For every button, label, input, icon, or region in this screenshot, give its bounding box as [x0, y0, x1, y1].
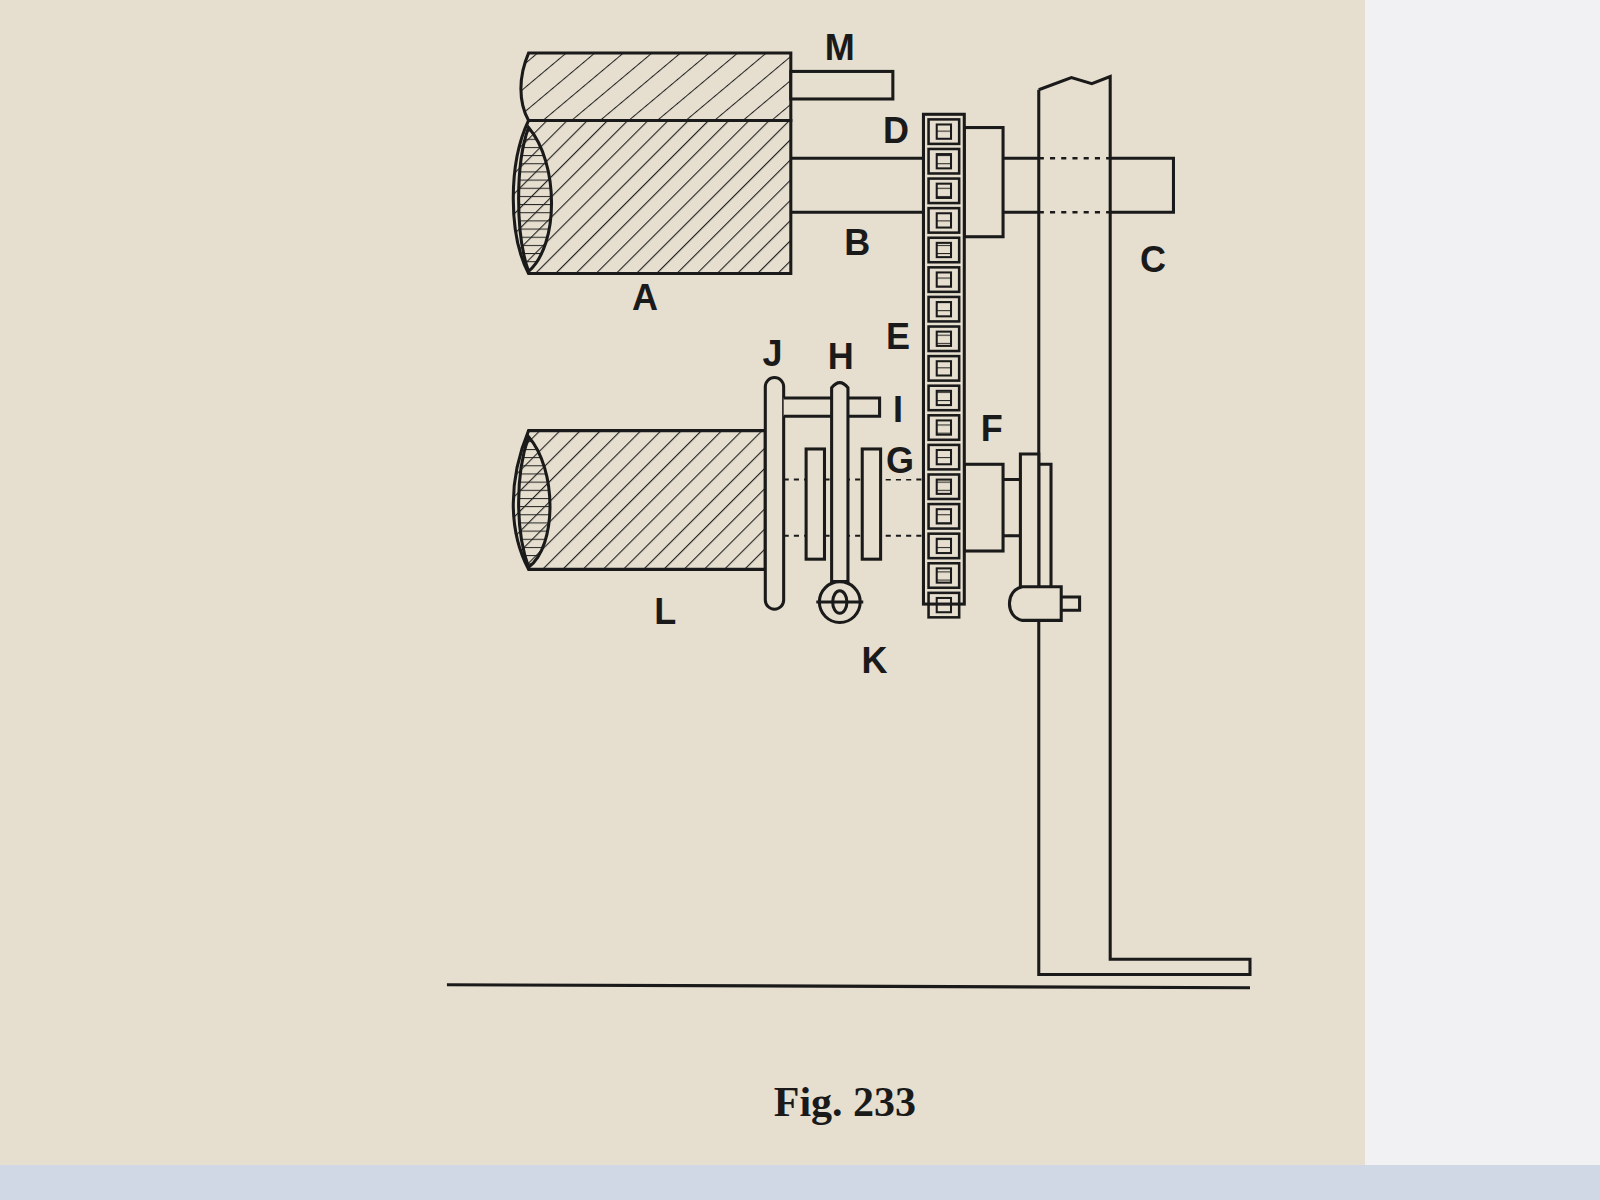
chain-link — [929, 563, 960, 587]
part-letter: L — [652, 594, 678, 630]
frame — [1039, 77, 1250, 975]
hub — [964, 128, 1003, 237]
chain-link — [929, 534, 960, 558]
bracket — [1039, 464, 1051, 594]
lever — [832, 383, 848, 582]
chain-link — [929, 149, 960, 173]
chain-link — [929, 504, 960, 528]
roller-body — [513, 120, 791, 273]
chain — [923, 114, 964, 604]
page-edge — [0, 1165, 1600, 1200]
chain-link — [929, 593, 960, 617]
part-letter: I — [891, 392, 905, 428]
part-letter: G — [884, 443, 916, 479]
break-section — [519, 128, 552, 272]
shaft — [791, 158, 924, 212]
chain-link — [929, 356, 960, 380]
hub — [964, 464, 1003, 551]
chain-link — [929, 119, 960, 143]
bar — [791, 71, 893, 99]
chain-link — [929, 474, 960, 498]
part-letter: J — [760, 336, 784, 372]
part-letter: E — [884, 319, 912, 355]
part-letter: B — [842, 225, 872, 261]
figure-caption: Fig. 233 — [774, 1078, 916, 1126]
part-letter: H — [826, 339, 856, 375]
break-section — [519, 437, 550, 568]
part-letter: A — [630, 280, 660, 316]
chain-link — [929, 415, 960, 439]
part-letter: K — [859, 643, 889, 679]
shaft — [1003, 480, 1020, 536]
part-letter: M — [823, 30, 857, 66]
disc — [765, 378, 783, 610]
chain-link — [929, 267, 960, 291]
collar — [806, 449, 824, 559]
roller-body — [513, 431, 765, 570]
page-margin — [1365, 0, 1600, 1200]
chain-link — [929, 179, 960, 203]
bolt — [1061, 597, 1079, 610]
ground-line — [447, 985, 1250, 988]
shaft-hidden — [1039, 158, 1110, 212]
chain-link — [929, 238, 960, 262]
bolt — [1009, 587, 1061, 621]
lever-eye-line — [816, 601, 863, 604]
chain-link — [929, 327, 960, 351]
chain-link — [929, 297, 960, 321]
part-letter: D — [881, 113, 911, 149]
chain-link — [929, 445, 960, 469]
chain-link — [929, 208, 960, 232]
part-letter: C — [1138, 242, 1168, 278]
chain-link — [929, 386, 960, 410]
collar — [862, 449, 880, 559]
roller-cover — [521, 53, 791, 120]
part-letter: F — [979, 411, 1005, 447]
